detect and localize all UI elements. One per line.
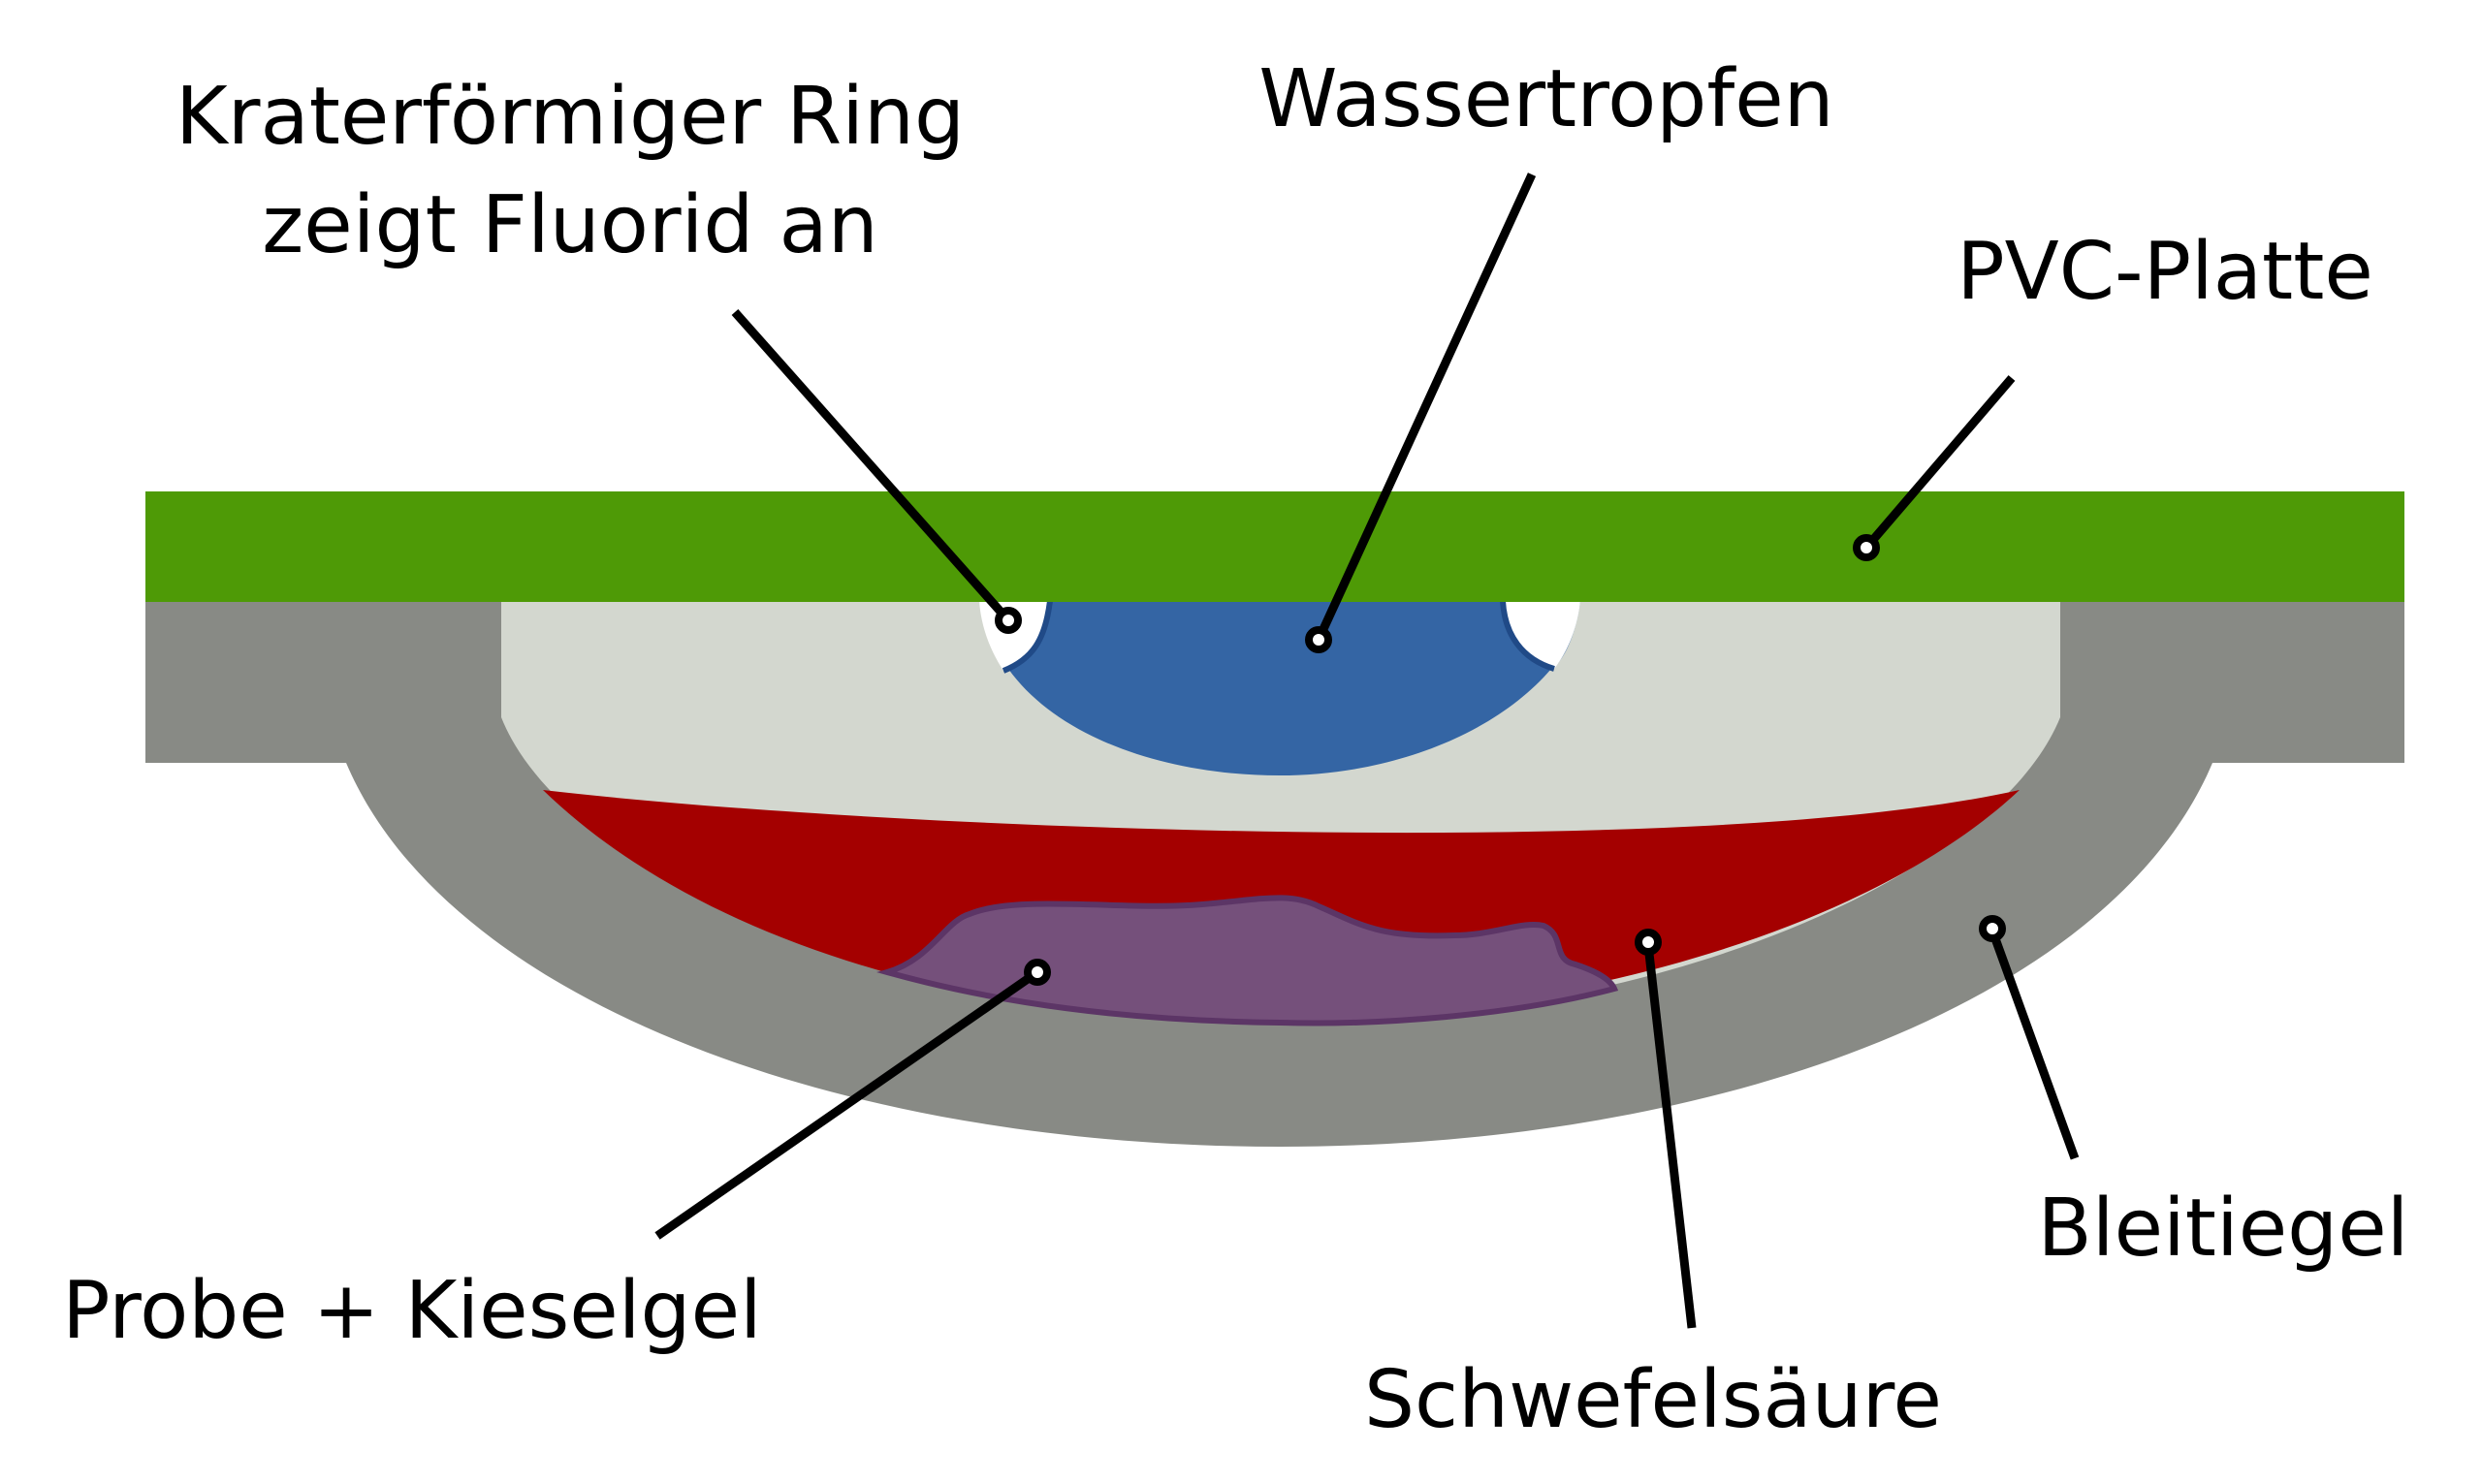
marker-lead-crucible [1979,915,2006,942]
marker-pvc-plate [1853,534,1880,561]
leader-pvc-plate [1862,375,2016,551]
label-water-drop: Wassertropfen [1258,53,1833,145]
sample-silica-gel [876,895,1619,1026]
water-drop-edge-right [1500,600,1555,672]
leader-crater-ring [731,309,1012,623]
label-sample: Probe + Kieselgel [62,1265,762,1357]
label-lead-crucible: Bleitiegel [2038,1183,2409,1275]
marker-water-drop [1305,626,1332,653]
water-drop-edge-left [1002,600,1053,674]
marker-sample [1024,959,1051,986]
leader-lead-crucible [1988,929,2080,1160]
label-crater-ring-line1: Kraterförmiger Ring [175,71,965,163]
crater-ring-right [1503,601,1580,669]
label-crater-ring-line2: zeigt Fluorid an [262,179,877,271]
leader-sample [654,968,1040,1240]
marker-crater-ring [995,607,1022,634]
water-drop [979,601,1580,775]
pvc-plate [145,491,2404,602]
leader-water-drop [1314,173,1537,642]
label-sulfuric-acid: Schwefelsäure [1364,1354,1942,1446]
marker-sulfuric-acid [1635,929,1662,956]
leader-sulfuric-acid [1643,944,1697,1329]
label-pvc-plate: PVC-Platte [1957,226,2373,318]
